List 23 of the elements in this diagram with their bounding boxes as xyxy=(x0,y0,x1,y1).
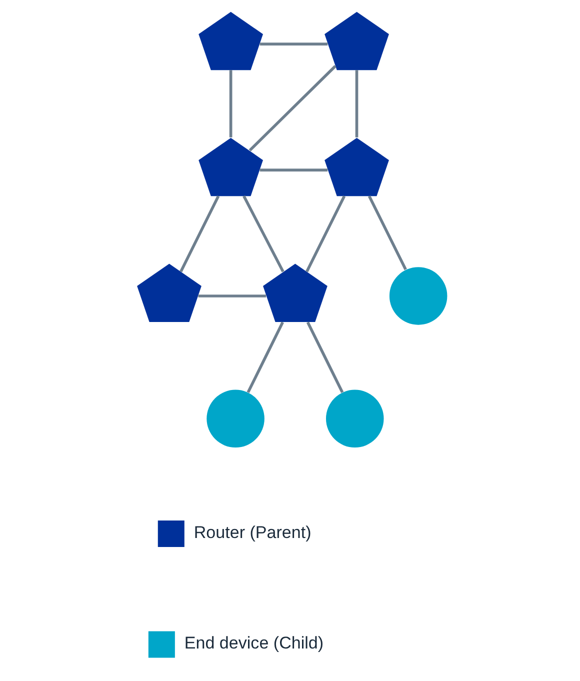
node-pentagon xyxy=(198,138,263,196)
connector xyxy=(198,294,266,298)
connector xyxy=(368,195,407,270)
connector xyxy=(260,168,328,172)
legend-label: End device (Child) xyxy=(184,634,324,653)
connector xyxy=(180,195,220,272)
connector xyxy=(306,195,346,272)
connector xyxy=(260,42,328,46)
legend-label: Router (Parent) xyxy=(194,522,312,542)
connector xyxy=(229,70,232,138)
node-circle xyxy=(206,390,264,448)
connector xyxy=(248,65,336,152)
node-circle xyxy=(389,267,448,325)
node-pentagon xyxy=(324,138,389,196)
connector xyxy=(242,195,284,272)
node-pentagon xyxy=(324,12,389,70)
connector xyxy=(355,70,358,138)
node-pentagon xyxy=(198,12,263,70)
node-pentagon xyxy=(263,264,328,322)
node-pentagon xyxy=(137,264,202,322)
connector xyxy=(306,322,344,394)
node-circle xyxy=(326,390,384,448)
connector xyxy=(246,322,284,394)
